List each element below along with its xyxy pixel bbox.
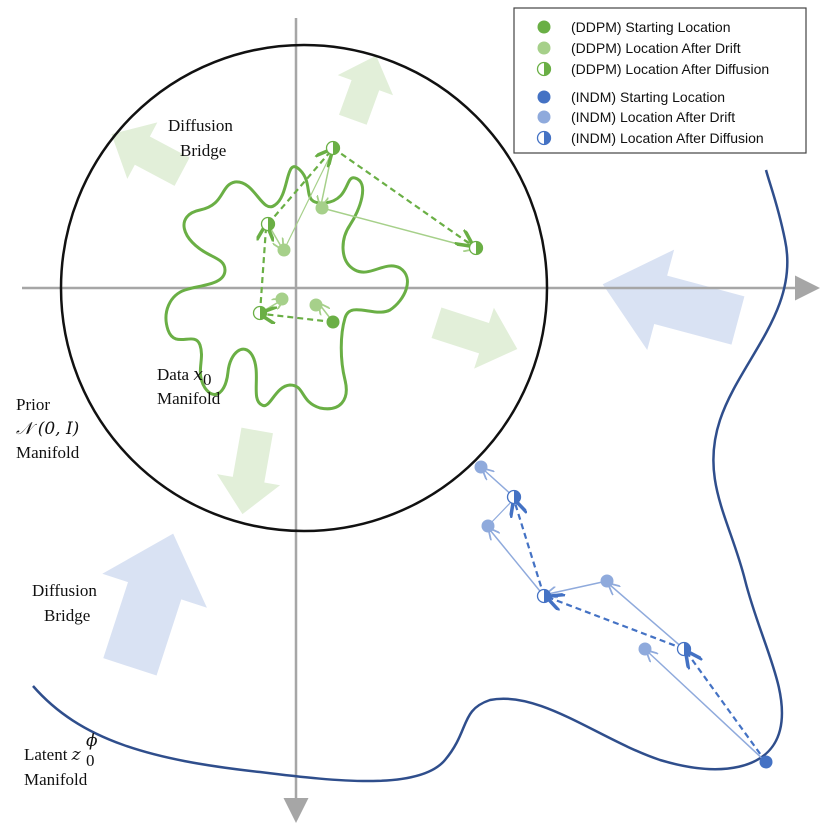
ddpm-diffusion-line <box>260 228 266 314</box>
diffusion-bridge-bottom-label-line2: Bridge <box>44 606 90 625</box>
diffusion-bridge-bottom-label-line1: Diffusion <box>32 581 97 600</box>
diffusion-bridge-top-label-line2: Bridge <box>180 141 226 160</box>
legend-marker-icon <box>537 90 551 104</box>
indm-diffusion-point <box>676 641 692 657</box>
ddpm-start-point <box>326 315 340 329</box>
legend-marker-icon <box>537 41 551 55</box>
indm-drift-point <box>600 574 614 588</box>
ddpm-diffusion-point <box>468 240 484 256</box>
legend-item: (INDM) Location After Drift <box>537 109 735 125</box>
green-arrow-upright <box>337 55 394 125</box>
legend: (DDPM) Starting Location (DDPM) Location … <box>513 7 807 154</box>
legend-item-label: (INDM) Location After Diffusion <box>571 130 764 146</box>
ddpm-drift-point <box>275 292 289 306</box>
indm-trajectory <box>474 460 773 769</box>
legend-marker-icon <box>537 110 551 124</box>
legend-item: (DDPM) Location After Drift <box>537 40 741 56</box>
blue-arrow-up <box>102 533 207 676</box>
indm-drift-line <box>490 530 545 597</box>
ddpm-drift-line <box>321 147 334 205</box>
legend-item-label: (DDPM) Location After Drift <box>571 40 741 56</box>
latent-sup: ϕ <box>86 731 98 751</box>
legend-marker-icon <box>536 61 552 77</box>
ddpm-drift-point <box>277 243 291 257</box>
prior-label-line1: Prior <box>16 395 50 414</box>
prior-label-line3: Manifold <box>16 443 80 462</box>
indm-diffusion-line <box>515 503 546 597</box>
blue-arrow-left <box>602 249 745 351</box>
blue-bridge-arrows <box>102 249 745 676</box>
latent-manifold-label-line2: Manifold <box>24 770 88 789</box>
latent-sub: 0 <box>86 751 95 770</box>
legend-item: (INDM) Location After Diffusion <box>536 130 764 146</box>
legend-item-label: (DDPM) Starting Location <box>571 19 731 35</box>
ddpm-diffusion-line <box>267 152 330 225</box>
data-manifold-label-line2: Manifold <box>157 389 221 408</box>
legend-item-label: (DDPM) Location After Diffusion <box>571 61 769 77</box>
indm-drift-point <box>481 519 495 533</box>
prior-manifold-circle <box>59 43 549 533</box>
ddpm-diffusion-point <box>260 216 276 232</box>
latent-manifold-curve <box>32 169 789 783</box>
ddpm-drift-line <box>321 207 473 248</box>
indm-diffusion-line <box>688 654 767 763</box>
green-bridge-arrows <box>111 55 518 515</box>
green-arrow-down <box>217 427 281 515</box>
legend-item: (INDM) Starting Location <box>537 89 725 105</box>
ddpm-trajectory <box>252 140 484 329</box>
ddpm-diffusion-point <box>252 305 268 321</box>
indm-diffusion-point <box>506 489 522 505</box>
indm-drift-line <box>648 652 767 763</box>
legend-item-label: (INDM) Starting Location <box>571 89 725 105</box>
indm-drift-line <box>610 585 685 650</box>
legend-item: (DDPM) Starting Location <box>537 19 731 35</box>
indm-drift-point <box>474 460 488 474</box>
axes <box>22 18 820 823</box>
ddpm-diffusion-line <box>263 314 334 322</box>
green-arrow-upleft <box>111 122 190 186</box>
ddpm-drift-line <box>283 149 334 251</box>
legend-box <box>513 7 807 154</box>
prior-label-line2: 𝒩 (0, 𝐼) <box>16 419 79 439</box>
legend-marker-icon <box>537 20 551 34</box>
data-manifold-label-line1: Data x0 <box>157 365 211 389</box>
indm-drift-line <box>548 580 608 594</box>
green-arrow-right <box>431 307 518 369</box>
diffusion-bridge-top-label-line1: Diffusion <box>168 116 233 135</box>
ddpm-diffusion-line <box>332 147 470 244</box>
indm-drift-point <box>638 642 652 656</box>
indm-diffusion-line <box>550 598 685 651</box>
indm-diffusion-point <box>536 588 552 604</box>
ddpm-drift-point <box>309 298 323 312</box>
data-manifold-curve <box>164 165 409 411</box>
legend-item-label: (INDM) Location After Drift <box>571 109 735 125</box>
legend-marker-icon <box>536 130 552 146</box>
ddpm-diffusion-point <box>325 140 341 156</box>
indm-start-point <box>759 755 773 769</box>
ddpm-drift-point <box>315 201 329 215</box>
legend-item: (DDPM) Location After Diffusion <box>536 61 769 77</box>
latent-manifold-label-line1: Latent z <box>24 745 82 765</box>
labels: Diffusion Bridge Data x0 Manifold Prior … <box>16 116 233 789</box>
